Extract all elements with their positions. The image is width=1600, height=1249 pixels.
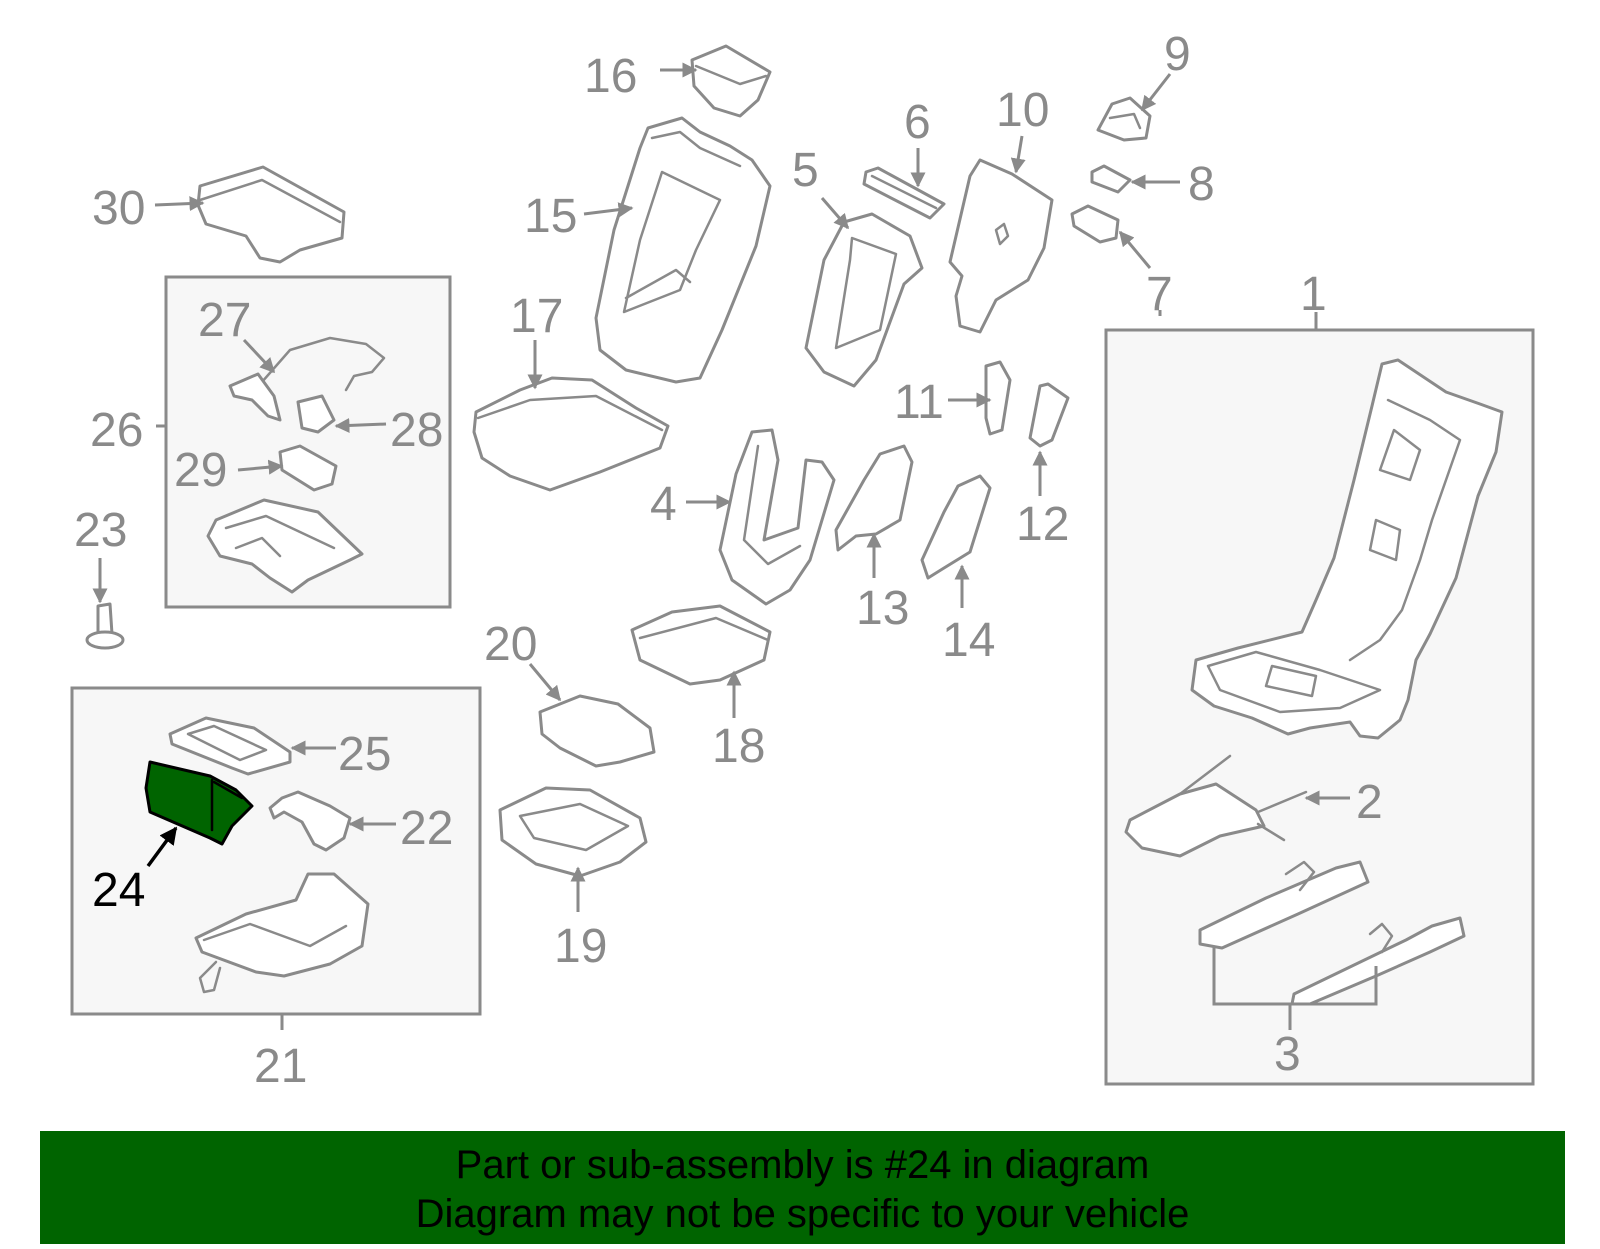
label-20: 20 — [484, 618, 537, 671]
part-2-wire-frame[interactable] — [1124, 754, 1308, 858]
part-21-armrest-frame[interactable] — [194, 872, 370, 994]
label-3: 3 — [1274, 1028, 1301, 1081]
label-17: 17 — [510, 290, 563, 343]
part-labels: 16 15 30 17 5 6 10 9 8 7 11 12 4 13 14 1… — [74, 28, 1383, 1093]
label-9: 9 — [1164, 28, 1191, 81]
part-3-seat-tracks[interactable] — [1198, 860, 1466, 1006]
part-8-clip[interactable] — [1090, 164, 1132, 194]
part-5-back-frame[interactable] — [804, 212, 924, 388]
label-23: 23 — [74, 504, 127, 557]
label-13: 13 — [856, 582, 909, 635]
part-7-cap[interactable] — [1070, 204, 1120, 244]
part-28-clip[interactable] — [296, 394, 336, 434]
label-19: 19 — [554, 920, 607, 973]
info-banner: Part or sub-assembly is #24 in diagram D… — [40, 1131, 1565, 1244]
part-18-pad[interactable] — [630, 604, 772, 686]
part-19-cushion[interactable] — [498, 786, 648, 878]
part-27-cable[interactable] — [228, 336, 386, 422]
part-20-pad[interactable] — [538, 694, 656, 768]
banner-line-2: Diagram may not be specific to your vehi… — [415, 1192, 1190, 1236]
label-11: 11 — [894, 376, 944, 429]
part-4-side-frame[interactable] — [718, 428, 836, 606]
label-30: 30 — [92, 182, 145, 235]
label-15: 15 — [524, 190, 577, 243]
part-26-armrest-base[interactable] — [206, 498, 364, 594]
part-24-cup-holder-highlighted[interactable] — [144, 760, 254, 846]
label-4: 4 — [650, 478, 677, 531]
label-12: 12 — [1016, 498, 1069, 551]
label-7: 7 — [1146, 268, 1173, 321]
label-6: 6 — [904, 96, 931, 149]
label-16: 16 — [584, 50, 637, 103]
label-10: 10 — [996, 84, 1049, 137]
part-13-side-trim[interactable] — [834, 444, 914, 552]
label-14: 14 — [942, 614, 995, 667]
label-22: 22 — [400, 802, 453, 855]
label-1: 1 — [1300, 268, 1327, 321]
label-28: 28 — [390, 404, 443, 457]
label-2: 2 — [1356, 776, 1383, 829]
part-10-back-panel[interactable] — [948, 158, 1054, 334]
part-12-bracket[interactable] — [1028, 382, 1070, 448]
label-27: 27 — [198, 294, 251, 347]
part-16-headrest[interactable] — [690, 44, 772, 118]
part-25-frame[interactable] — [168, 716, 292, 776]
part-9-bracket[interactable] — [1096, 96, 1152, 142]
label-8: 8 — [1188, 158, 1215, 211]
label-25: 25 — [338, 728, 391, 781]
part-23-bolt[interactable] — [85, 602, 125, 650]
part-6-trim-strip[interactable] — [862, 166, 946, 220]
part-30-armrest-cover[interactable] — [196, 165, 346, 264]
leader-lines — [92, 62, 1378, 1030]
label-18: 18 — [712, 720, 765, 773]
part-22-bracket[interactable] — [268, 790, 352, 852]
label-26: 26 — [90, 404, 143, 457]
part-15-seat-back[interactable] — [594, 116, 772, 384]
label-24-highlighted: 24 — [92, 864, 145, 917]
label-5: 5 — [792, 144, 819, 197]
part-14-side-trim[interactable] — [920, 474, 992, 580]
part-11-bracket[interactable] — [984, 360, 1012, 436]
part-17-seat-cushion[interactable] — [472, 376, 670, 492]
banner-line-1: Part or sub-assembly is #24 in diagram — [455, 1143, 1150, 1187]
label-29: 29 — [174, 444, 227, 497]
part-1-seat-frame-assembly[interactable] — [1190, 358, 1504, 740]
label-21: 21 — [254, 1040, 307, 1093]
